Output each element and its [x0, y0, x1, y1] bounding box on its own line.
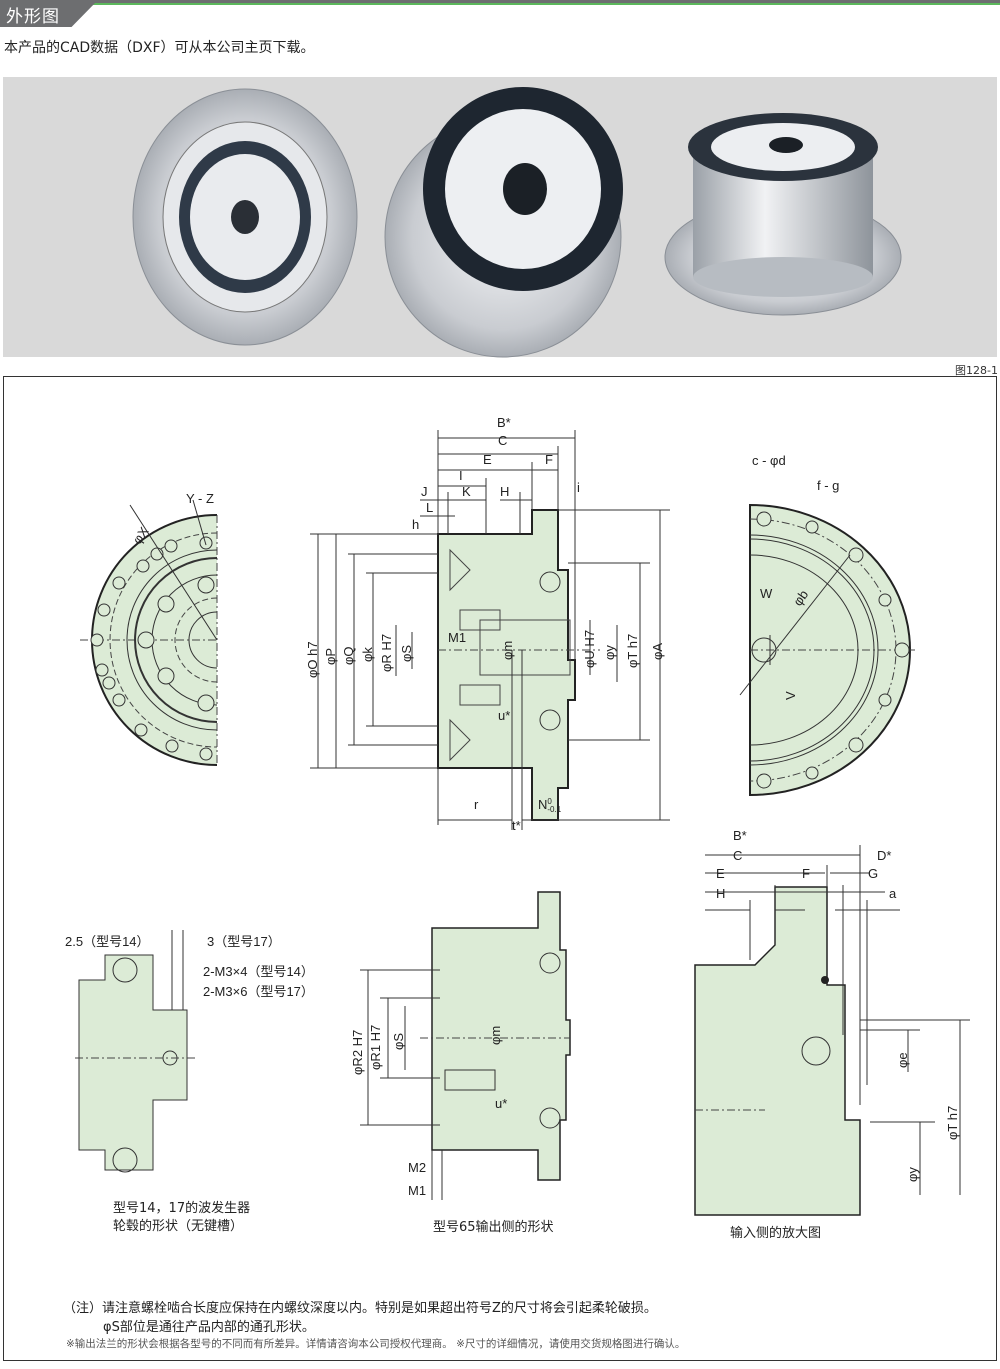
header-accent-rule: [80, 3, 1000, 5]
main-section-view: [310, 430, 670, 830]
dim-m1-65: M1: [408, 1183, 427, 1198]
model65-output-view: [360, 891, 571, 1200]
detail-dim-c: C: [733, 848, 743, 863]
dim-r1-h7: φR1 H7: [368, 1024, 383, 1070]
dim-j: J: [421, 484, 428, 499]
y-z-label: Y - Z: [186, 491, 214, 506]
dim-r-h7: φR H7: [379, 633, 394, 672]
dim-p: φP: [323, 647, 338, 665]
screw-spec-model14: 2-M3×4（型号14）: [203, 964, 314, 979]
input-detail-caption: 输入侧的放大图: [730, 1226, 822, 1241]
input-side-detail-view: [694, 845, 970, 1216]
note-bolt-engagement: （注）请注意螺栓啮合长度应保持在内螺纹深度以内。特别是如果超出符号Z的尺寸将会引…: [63, 1301, 657, 1316]
dim-3-model17: 3（型号17）: [207, 934, 281, 949]
reducer-angled-photo: [384, 87, 623, 358]
dim-n-tolerance: 0-0.1: [547, 796, 562, 814]
dim-t-star: t*: [512, 818, 521, 833]
dim-m-phi: φm: [500, 640, 515, 660]
section-header: 外形图: [0, 0, 1000, 30]
dim-m1: M1: [448, 630, 467, 645]
dim-s: φS: [399, 644, 414, 662]
reducer-side-photo: [664, 113, 902, 316]
product-photos: [132, 87, 902, 358]
dim-2-5-model14: 2.5（型号14）: [65, 934, 150, 949]
dim-y: φy: [602, 645, 617, 660]
model65-caption: 型号65输出侧的形状: [433, 1220, 554, 1235]
detail-dim-e: E: [716, 866, 725, 881]
dim-b-star: B*: [497, 415, 511, 430]
detail-dim-b-star: B*: [733, 828, 747, 843]
dim-h: H: [500, 484, 510, 499]
detail-dim-phi-e: φe: [895, 1052, 910, 1068]
footnote-output-flange: ※输出法兰的形状会根据各型号的不同而有所差异。详情请咨询本公司授权代理商。 ※尺…: [66, 1338, 686, 1350]
dim-n-letter: N: [538, 797, 548, 812]
dim-n-tol-upper: 0: [547, 796, 552, 806]
detail-dim-g: G: [868, 866, 879, 881]
figure-label: 图128-1: [955, 364, 998, 377]
section-title: 外形图: [6, 7, 60, 27]
dim-o-h7: φO h7: [305, 641, 320, 678]
hub-detail-view: [75, 930, 195, 1173]
dim-c: C: [498, 433, 508, 448]
detail-dim-d-star: D*: [877, 848, 892, 863]
product-photo-panel: [3, 77, 997, 358]
hub-caption-line1: 型号14，17的波发生器: [113, 1201, 251, 1216]
detail-dim-h: H: [716, 886, 726, 901]
w-label: W: [760, 586, 773, 601]
drawing-frame: [3, 376, 997, 1361]
intro-text: 本产品的CAD数据（DXF）可从本公司主页下载。: [4, 40, 315, 56]
dim-f: F: [545, 452, 553, 467]
dim-i: I: [459, 468, 463, 483]
dim-h-small: h: [412, 517, 420, 532]
dim-u-star-65: u*: [495, 1096, 508, 1111]
output-face-view: [80, 499, 218, 766]
dim-s-65: φS: [391, 1032, 406, 1050]
dim-a: φA: [650, 642, 665, 660]
dim-i-small: i: [577, 480, 580, 495]
detail-dim-a: a: [889, 886, 897, 901]
f-g-label: f - g: [817, 478, 840, 493]
dim-m2: M2: [408, 1160, 427, 1175]
dim-e: E: [483, 452, 492, 467]
dim-m-65: φm: [488, 1025, 503, 1045]
screw-spec-model17: 2-M3×6（型号17）: [203, 984, 314, 999]
detail-dim-phi-y: φy: [905, 1167, 920, 1182]
v-label: V: [783, 691, 798, 700]
dim-n-tol-lower: -0.1: [547, 804, 562, 814]
dim-u-star: u*: [498, 708, 511, 723]
dim-k-phi: φk: [360, 647, 375, 662]
dim-r-small: r: [474, 797, 479, 812]
reducer-front-photo: [132, 88, 358, 346]
input-face-view: [739, 503, 915, 797]
note-phi-s-through-hole: φS部位是通往产品内部的通孔形状。: [103, 1320, 315, 1335]
detail-dim-f: F: [802, 866, 810, 881]
dim-l: L: [426, 500, 434, 515]
c-phi-d-label: c - φd: [752, 453, 786, 468]
dim-t-h7: φT h7: [625, 633, 640, 668]
dim-u-h7: φU H7: [582, 629, 597, 668]
hub-caption-line2: 轮毂的形状（无键槽）: [113, 1219, 244, 1234]
dim-k: K: [462, 484, 471, 499]
dim-r2-h7: φR2 H7: [350, 1029, 365, 1075]
header-top-rule: [0, 0, 1000, 4]
dim-q: φQ: [341, 646, 356, 665]
detail-dim-t-h7: φT h7: [945, 1105, 960, 1140]
